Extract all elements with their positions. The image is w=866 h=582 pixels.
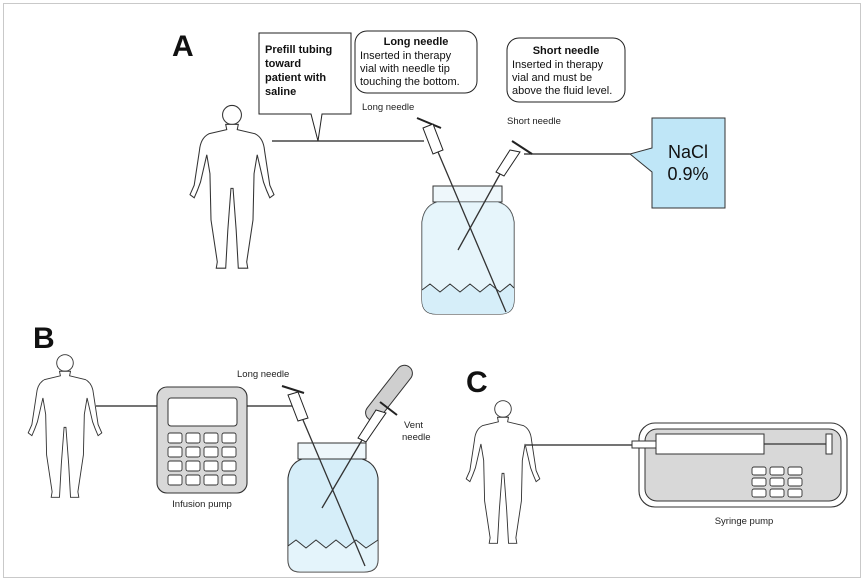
callout-long-needle-line-2: vial with needle tip: [360, 63, 450, 75]
syringe-pump: [631, 422, 848, 508]
callout-short-needle-line-1: Inserted in therapy: [512, 59, 604, 71]
callout-long-needle-title: Long needle: [384, 36, 449, 48]
saline-bag-label-1: NaCl: [668, 142, 708, 162]
infusion-pump-keypad: [167, 432, 237, 486]
callout-prefill-line-4: saline: [265, 86, 296, 98]
callout-short-needle-title: Short needle: [533, 45, 600, 57]
figure-frame: [3, 3, 861, 578]
panel-c-letter: C: [466, 366, 488, 399]
label-long-needle-b: Long needle: [237, 369, 289, 380]
callout-prefill-line-2: toward: [265, 58, 301, 70]
panel-b-letter: B: [33, 322, 55, 355]
saline-bag: NaCl 0.9%: [628, 117, 726, 209]
therapy-vial-a: [421, 185, 515, 315]
syringe-pump-keypad: [751, 466, 803, 498]
infusion-pump: [156, 386, 248, 494]
panel-a-letter: A: [172, 30, 194, 63]
callout-prefill: Prefill tubing toward patient with salin…: [258, 32, 352, 142]
patient-figure-a: [189, 104, 275, 269]
saline-bag-label-2: 0.9%: [667, 164, 708, 184]
therapy-vial-b: [287, 442, 379, 573]
callout-long-needle-line-1: Inserted in therapy: [360, 50, 452, 62]
label-infusion-pump: Infusion pump: [172, 499, 232, 510]
callout-short-needle: Short needle Inserted in therapy vial an…: [506, 37, 626, 103]
short-needle-a: [457, 140, 533, 251]
label-syringe-pump: Syringe pump: [715, 516, 774, 527]
vent-needle-b: [321, 364, 413, 509]
long-needle-a: [416, 117, 507, 313]
patient-figure-c: [465, 400, 541, 544]
label-vent-needle-2: needle: [402, 432, 431, 443]
callout-long-needle-line-3: touching the bottom.: [360, 76, 460, 88]
callout-short-needle-line-3: above the fluid level.: [512, 85, 612, 97]
long-needle-b: [281, 385, 366, 567]
callout-long-needle: Long needle Inserted in therapy vial wit…: [354, 30, 478, 94]
callout-prefill-line-1: Prefill tubing: [265, 44, 332, 56]
label-long-needle-a: Long needle: [362, 102, 414, 113]
patient-figure-b: [27, 354, 103, 498]
label-short-needle-a: Short needle: [507, 116, 561, 127]
callout-short-needle-line-2: vial and must be: [512, 72, 592, 84]
label-vent-needle-1: Vent: [404, 420, 423, 431]
callout-prefill-line-3: patient with: [265, 72, 326, 84]
